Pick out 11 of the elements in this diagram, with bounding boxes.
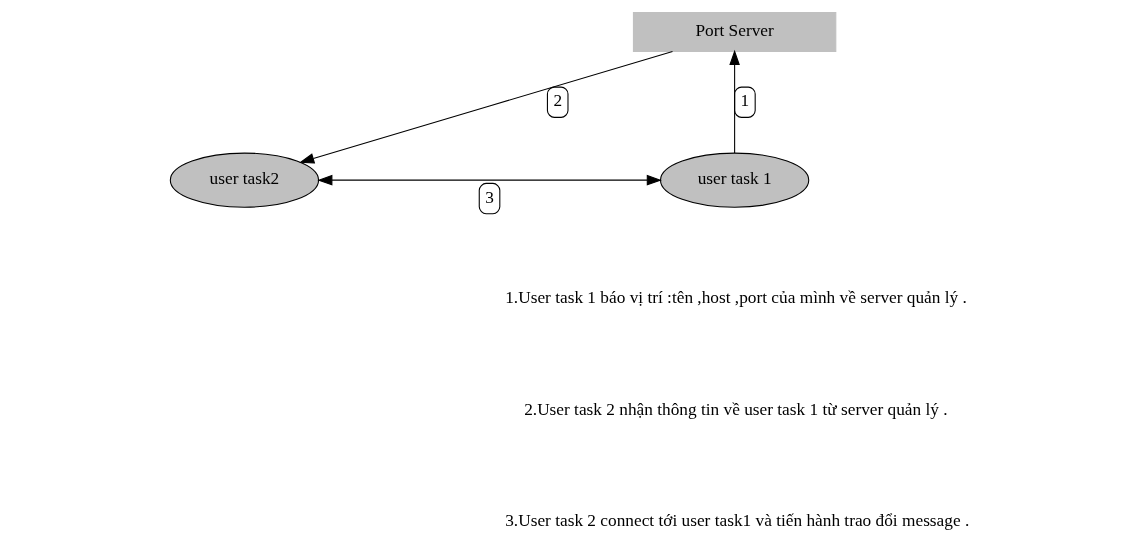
label: 2.User task 2 nhận thông tin về user task 1 từ server quản lý . [523, 399, 948, 419]
label: 1.User task 1 báo vị trí :tên ,host ,port của mình về server quản lý . [504, 288, 967, 308]
arrow [298, 50, 673, 164]
arrow [728, 49, 740, 154]
node-box: Port Server [632, 11, 836, 52]
edge-label: 3 [484, 187, 494, 207]
edge-label: 1 [740, 91, 749, 111]
node-ellipse: user task 1 [659, 152, 809, 208]
label: 3.User task 2 connect tới user task1 và tiến hành trao đổi message . [504, 511, 969, 531]
arrow [316, 174, 662, 186]
edge-label: 2 [552, 91, 562, 111]
